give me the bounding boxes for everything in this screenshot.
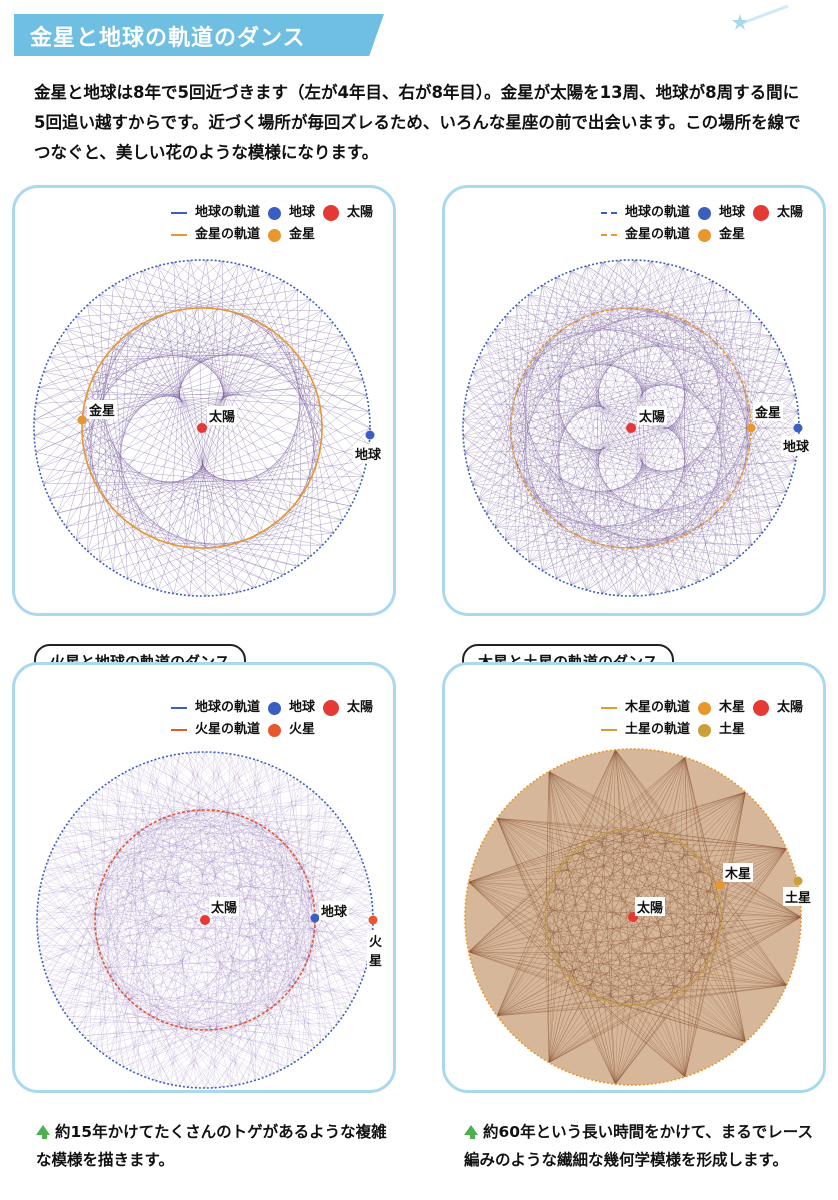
mars-earth-caption: 約15年かけてたくさんのトゲがあるような複雑な模様を描きます。 [36, 1118, 396, 1174]
legend-venus: 金星 [718, 227, 745, 242]
orbit-diagram [464, 748, 803, 1086]
legend-earth-orbit: 地球の軌道 [624, 205, 690, 220]
earth-label: 地球 [353, 444, 384, 463]
legend-venus-orbit: 金星の軌道 [194, 227, 260, 242]
outer-planet-dot [310, 913, 320, 923]
orbit-line-icon [600, 234, 617, 236]
venus-label: 金星 [87, 400, 118, 419]
inner-orbit [81, 307, 323, 549]
orbit-line-icon [170, 234, 187, 236]
legend-sun: 太陽 [346, 205, 373, 220]
sun-dot-icon [322, 205, 339, 221]
jupiter-label: 木星 [723, 863, 754, 882]
orbit-line-icon [170, 707, 187, 709]
saturn-dot-icon [697, 723, 711, 737]
earth-label: 地球 [781, 436, 812, 455]
legend-venus: 金星 [288, 227, 315, 242]
inner-planet-dot [746, 423, 756, 433]
venus-dot-icon [267, 228, 281, 242]
up-arrow-icon [36, 1125, 50, 1135]
legend-earth: 地球 [288, 700, 315, 715]
sun-label: 太陽 [637, 406, 668, 425]
jupiter-dot-icon [697, 701, 711, 715]
legend-mars-orbit: 火星の軌道 [194, 722, 260, 737]
legend-sun: 太陽 [776, 700, 803, 715]
legend-earth-orbit: 地球の軌道 [194, 205, 260, 220]
title-banner [14, 14, 384, 56]
sun-dot [197, 423, 207, 433]
orbit-line-icon [600, 707, 617, 709]
sun-dot-icon [322, 700, 339, 716]
shooting-star-icon [732, 4, 789, 30]
legend: 地球の軌道 地球 太陽 金星の軌道 金星 [600, 202, 803, 246]
legend-saturn: 土星 [718, 722, 745, 737]
orbit-line-icon [600, 729, 617, 731]
venus-earth-panel-year4: 地球の軌道 地球 太陽 金星の軌道 金星 太陽 金星 地球 [12, 185, 396, 616]
venus-earth-panel-year8: 地球の軌道 地球 太陽 金星の軌道 金星 太陽 金星 地球 [442, 185, 826, 616]
mesh-lines [36, 751, 374, 1089]
orbit-line-icon [170, 212, 187, 214]
outer-planet-dot [793, 423, 803, 433]
legend: 地球の軌道 地球 太陽 火星の軌道 火星 [170, 697, 373, 741]
sun-label: 太陽 [635, 897, 666, 916]
mesh-lines [463, 259, 800, 597]
mars-label: 火星 [367, 931, 393, 969]
caption-text: 約60年という長い時間をかけて、まるでレース編みのような繊細な幾何学模様を形成し… [464, 1123, 814, 1169]
inner-orbit [544, 828, 722, 1006]
inner-planet-dot [368, 915, 378, 925]
earth-label: 地球 [319, 901, 350, 920]
orbit-line-icon [600, 212, 617, 214]
outer-planet-dot [715, 880, 725, 890]
orbit-line-icon [170, 729, 187, 731]
outer-orbit [33, 259, 371, 597]
inner-planet-dot [77, 415, 87, 425]
sun-dot-icon [752, 205, 769, 221]
venus-label: 金星 [753, 402, 784, 421]
mesh-lines [468, 749, 802, 1085]
saturn-label: 土星 [783, 887, 814, 906]
up-arrow-stem [470, 1131, 475, 1139]
legend-earth: 地球 [288, 205, 315, 220]
earth-dot-icon [697, 206, 711, 220]
legend-jupiter: 木星 [718, 700, 745, 715]
mesh-lines [34, 259, 371, 597]
sun-label: 太陽 [209, 897, 240, 916]
legend-earth-orbit: 地球の軌道 [194, 700, 260, 715]
legend-sun: 太陽 [776, 205, 803, 220]
inner-planet-dot [793, 876, 803, 886]
mars-earth-panel: 地球の軌道 地球 太陽 火星の軌道 火星 太陽 地球 火星 [12, 662, 396, 1093]
legend-saturn-orbit: 土星の軌道 [624, 722, 690, 737]
connecting-lines [463, 259, 800, 597]
legend-jupiter-orbit: 木星の軌道 [624, 700, 690, 715]
page-title: 金星と地球の軌道のダンス [30, 26, 306, 51]
up-arrow-stem [42, 1131, 47, 1139]
orbit-diagram [33, 259, 375, 597]
intro-text: 金星と地球は8年で5回近づきます（左が4年目、右が8年目）。金星が太陽を13周、… [34, 83, 801, 162]
orbit-diagram [36, 751, 378, 1089]
jupiter-saturn-panel: 木星の軌道 木星 太陽 土星の軌道 土星 太陽 木星 土星 [442, 662, 826, 1093]
sun-dot-icon [752, 700, 769, 716]
sun-dot [200, 915, 210, 925]
venus-dot-icon [697, 228, 711, 242]
sun-label: 太陽 [207, 406, 238, 425]
orbit-diagram [462, 259, 803, 597]
legend-earth: 地球 [718, 205, 745, 220]
connecting-lines [34, 259, 371, 597]
legend-mars: 火星 [288, 722, 315, 737]
mars-dot-icon [267, 723, 281, 737]
outer-planet-dot [365, 430, 375, 440]
earth-dot-icon [267, 701, 281, 715]
legend-sun: 太陽 [346, 700, 373, 715]
jupiter-saturn-caption: 約60年という長い時間をかけて、まるでレース編みのような繊細な幾何学模様を形成し… [464, 1118, 824, 1174]
legend-venus-orbit: 金星の軌道 [624, 227, 690, 242]
legend: 地球の軌道 地球 太陽 金星の軌道 金星 [170, 202, 373, 246]
earth-dot-icon [267, 206, 281, 220]
caption-text: 約15年かけてたくさんのトゲがあるような複雑な模様を描きます。 [36, 1123, 387, 1169]
up-arrow-icon [464, 1125, 478, 1135]
sun-dot [626, 423, 636, 433]
connecting-lines [36, 751, 374, 1089]
legend: 木星の軌道 木星 太陽 土星の軌道 土星 [600, 697, 803, 741]
outer-orbit [464, 748, 802, 1086]
